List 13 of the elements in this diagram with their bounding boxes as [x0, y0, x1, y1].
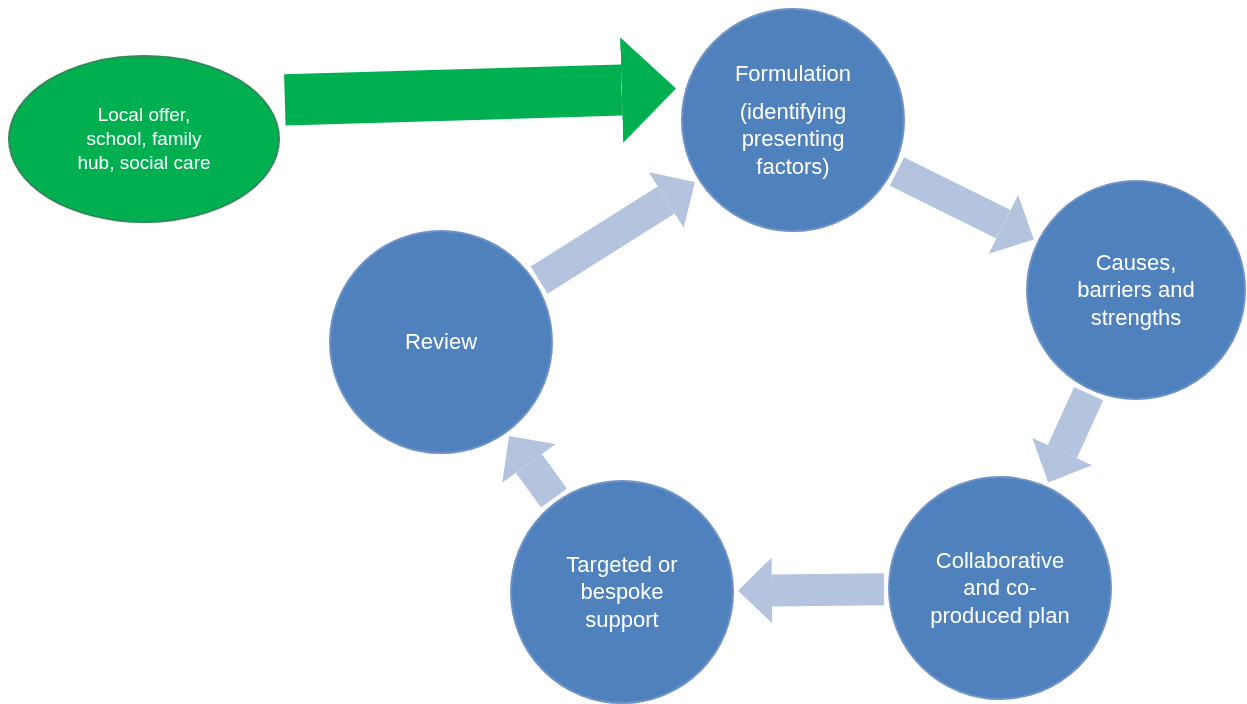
node-text: Review: [404, 328, 478, 356]
block-arrow: [738, 557, 885, 624]
node-text: Causes, barriers and strengths: [1076, 248, 1196, 332]
node-text: Formulation: [734, 60, 852, 88]
node-text: Targeted or bespoke support: [565, 550, 679, 634]
node-text: (identifying presenting factors): [738, 97, 848, 180]
node-text: Collaborative and co-produced plan: [930, 546, 1070, 630]
block-arrow: [530, 172, 695, 294]
block-arrow: [284, 37, 677, 143]
block-arrow: [1032, 387, 1104, 483]
block-arrow: [502, 435, 567, 508]
block-arrow: [889, 157, 1034, 254]
node-text: Local offer, school, family hub, social care: [76, 103, 212, 175]
